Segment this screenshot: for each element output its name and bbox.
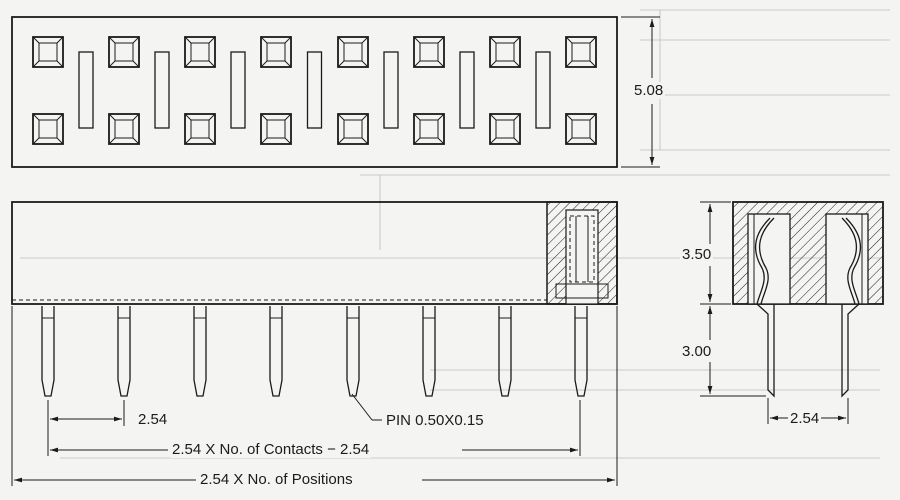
partition-slot bbox=[78, 51, 94, 129]
side-view bbox=[700, 201, 884, 424]
background-ghost-lines bbox=[20, 9, 890, 459]
contact-cell bbox=[337, 113, 369, 145]
contact-cell bbox=[489, 36, 521, 68]
contact-cell bbox=[260, 113, 292, 145]
partition-slot bbox=[535, 51, 551, 129]
pin bbox=[193, 306, 207, 397]
front-view-body bbox=[11, 201, 618, 305]
contact-cell bbox=[260, 36, 292, 68]
tail-length-label: 3.00 bbox=[680, 343, 714, 360]
contact-cell bbox=[32, 113, 64, 145]
partition-slot bbox=[306, 51, 323, 129]
side-pitch-label: 2.54 bbox=[788, 410, 822, 427]
contact-cell bbox=[565, 113, 597, 145]
contact-cell bbox=[32, 36, 64, 68]
socket-height-label: 3.50 bbox=[680, 246, 714, 263]
pin bbox=[346, 306, 360, 397]
height-dimension-label: 5.08 bbox=[632, 82, 666, 99]
front-pitch-label: 2.54 bbox=[136, 411, 170, 428]
positions-formula-label: 2.54 X No. of Positions bbox=[198, 471, 355, 488]
contact-cell bbox=[489, 113, 521, 145]
pin bbox=[422, 306, 436, 397]
bottom-dimensions bbox=[11, 306, 618, 486]
top-view-body bbox=[11, 16, 618, 168]
partition-slot bbox=[154, 51, 170, 129]
contact-cell bbox=[184, 36, 216, 68]
pin bbox=[574, 306, 588, 397]
contact-cell bbox=[108, 36, 140, 68]
pin-size-note: PIN 0.50X0.15 bbox=[384, 412, 486, 429]
top-view bbox=[11, 16, 660, 168]
contacts-formula-label: 2.54 X No. of Contacts − 2.54 bbox=[170, 441, 372, 458]
pin bbox=[498, 306, 512, 397]
pin bbox=[269, 306, 283, 397]
pin bbox=[41, 306, 55, 397]
front-pins bbox=[41, 306, 588, 397]
contact-cell bbox=[413, 36, 445, 68]
partition-slot bbox=[383, 51, 399, 129]
contact-cell bbox=[413, 113, 445, 145]
contact-cells bbox=[32, 36, 597, 145]
partition-slot bbox=[230, 51, 246, 129]
contact-cell bbox=[108, 113, 140, 145]
pin bbox=[117, 306, 131, 397]
partition-slot bbox=[459, 51, 475, 129]
front-view bbox=[11, 201, 618, 397]
contact-cell bbox=[184, 113, 216, 145]
contact-cell bbox=[337, 36, 369, 68]
contact-cell bbox=[565, 36, 597, 68]
